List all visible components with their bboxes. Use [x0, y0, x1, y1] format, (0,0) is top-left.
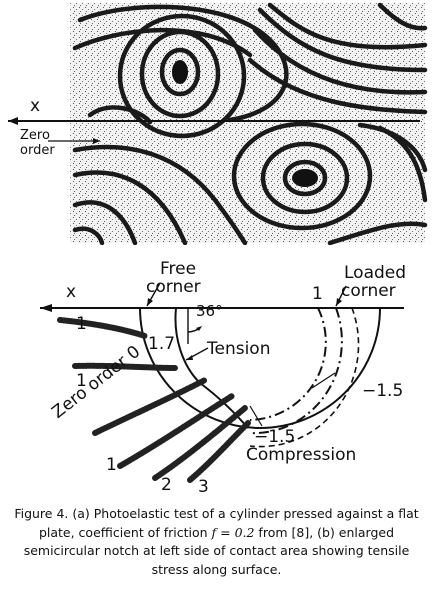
fringe-lines: [72, 2, 428, 245]
angle-arrowhead: [196, 326, 202, 331]
x-axis-arrowhead: [8, 117, 18, 125]
neg-1-5-right-leader: [311, 372, 336, 389]
fig-b-x-axis-label: x: [66, 282, 77, 302]
loaded-corner-line1: Loaded: [344, 263, 407, 283]
fringe-core-lower: [292, 169, 318, 187]
fringe-1-7-label: 1.7: [148, 334, 176, 354]
fig-a-zero-label-line2: order: [20, 143, 55, 158]
fig-a-x-axis-label: x: [30, 96, 41, 116]
tension-label: Tension: [207, 339, 271, 359]
outer-fringe-bands: [57, 317, 251, 483]
caption-math: f = 0.2: [211, 524, 255, 540]
neg-1-5-right-label: −1.5: [362, 381, 404, 401]
compression-label: Compression: [246, 445, 357, 465]
fringe-inner-lower: [199, 382, 249, 429]
fringe-compression-3: [249, 307, 360, 448]
figure-caption: Figure 4. (a) Photoelastic test of a cyl…: [10, 505, 423, 579]
neg-1-5-bottom-leader: [249, 405, 263, 427]
fringe-bottom-3-label: 3: [198, 477, 209, 497]
free-corner-arrowhead: [147, 298, 153, 306]
fig-a-zero-label-line1: Zero: [20, 128, 50, 143]
fringe-bottom-1-label: 1: [106, 455, 117, 475]
fringe-1-top-left-label: 1: [76, 314, 87, 334]
fringe-core-upper: [172, 60, 188, 84]
fringe-compression-1: [249, 307, 327, 421]
fringe-1-mid-left-label: 1: [76, 371, 87, 391]
photoelastic-fringe-photo: [8, 2, 428, 245]
fringe-1-7-arc: [174, 307, 201, 384]
caption-part2: from [8], (b) enlarged semicircular notc…: [23, 524, 410, 577]
free-corner-line2: corner: [146, 277, 201, 297]
zero-order-arrowhead: [93, 138, 100, 144]
tension-arrowhead: [186, 355, 193, 360]
loaded-corner-line2: corner: [341, 281, 396, 301]
fringe-1-loaded-label: 1: [312, 284, 323, 304]
neg-1-5-bottom-label: −1.5: [254, 427, 296, 447]
free-corner-line1: Free: [160, 259, 197, 279]
caption-part1: Figure 4. (a) Photoelastic test of a cyl…: [14, 506, 419, 540]
fig-b-x-arrowhead: [40, 304, 52, 312]
notch-diagram: [40, 282, 404, 483]
notch-boundary: [139, 307, 381, 429]
angle-label: 36°: [196, 302, 223, 320]
fringe-bottom-2-label: 2: [161, 475, 172, 495]
loaded-corner-arrowhead: [336, 298, 342, 306]
fringe-compression-2: [249, 307, 343, 435]
